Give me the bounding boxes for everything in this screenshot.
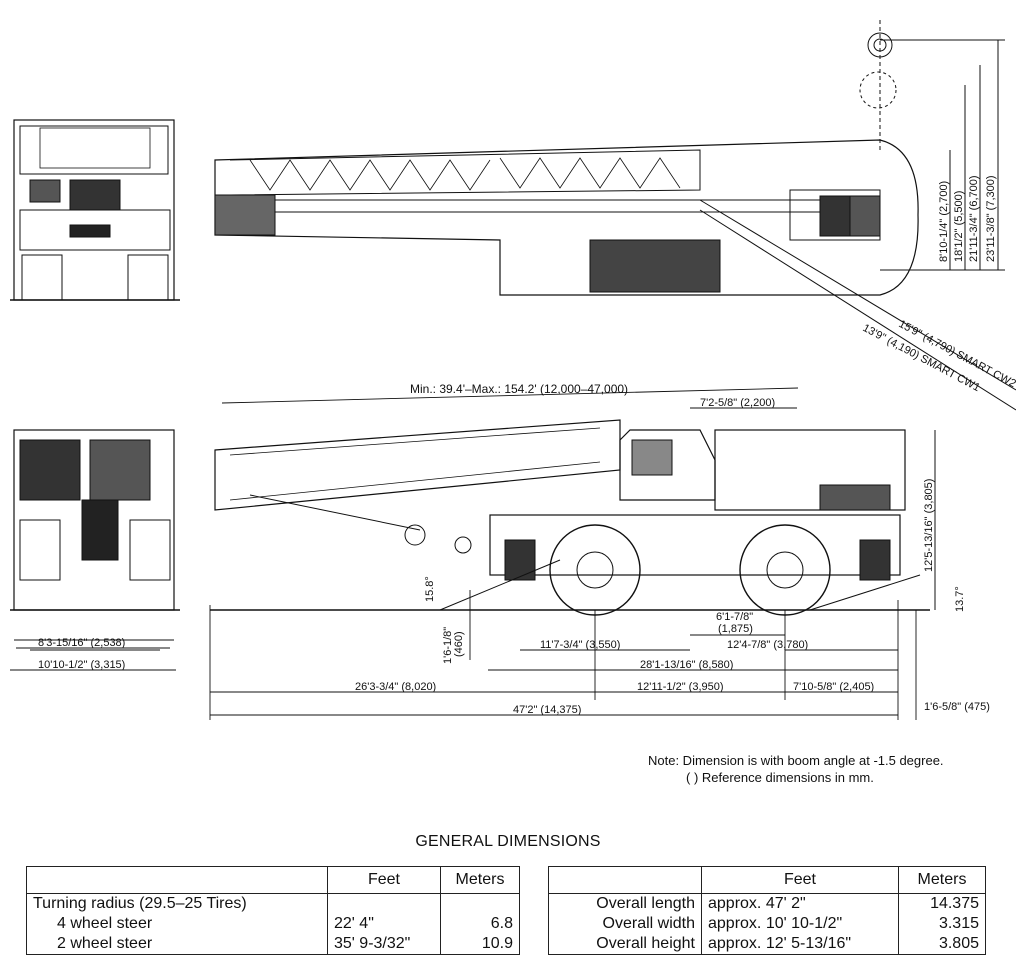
dim-boom-range: Min.: 39.4'–Max.: 154.2' (12,000–47,000): [410, 382, 628, 396]
table-row: Overall length approx. 47' 2" 14.375: [548, 893, 986, 914]
table-row: 4 wheel steer 22' 4" 6.8: [26, 914, 520, 934]
dim-wheelbase: 12'11-1/2" (3,950): [637, 681, 724, 693]
table-row: Overall width approx. 10' 10-1/2" 3.315: [548, 914, 986, 934]
dim-height-21: 21'11-3/4" (6,700): [968, 175, 980, 262]
dim-departure-angle: 13.7°: [954, 586, 966, 612]
dim-rear-overhang: 12'4-7/8" (3,780): [727, 639, 808, 651]
col-blank: [26, 866, 328, 894]
turning-radius-table: Feet Meters Turning radius (29.5–25 Tire…: [26, 866, 520, 955]
dim-overall-length: 47'2" (14,375): [513, 704, 581, 716]
dim-front-to-axle: 11'7-3/4" (3,550): [540, 639, 620, 651]
row-feet: 22' 4": [327, 914, 441, 934]
dim-ground-clearance: 1'6-1/8": [442, 627, 454, 664]
dim-front-overall-width: 10'10-1/2" (3,315): [38, 659, 125, 671]
col-blank: [548, 866, 702, 894]
turning-radius-title: Turning radius (29.5–25 Tires): [26, 893, 328, 914]
col-meters: Meters: [440, 866, 520, 894]
note-line-1: Note: Dimension is with boom angle at -1…: [648, 753, 944, 768]
dim-height-8: 8'10-1/4" (2,700): [938, 181, 950, 262]
row-meters: 6.8: [440, 914, 520, 934]
row-meters: 3.805: [898, 934, 986, 955]
crane-dimension-drawing: 8'3-15/16" (2,538) 10'10-1/2" (3,315) Mi…: [10, 20, 1016, 720]
row-feet: approx. 10' 10-1/2": [701, 914, 899, 934]
row-label: 4 wheel steer: [26, 914, 328, 934]
table-row: 2 wheel steer 35' 9-3/32" 10.9: [26, 934, 520, 955]
dim-tail-extra: 1'6-5/8" (475): [924, 701, 990, 713]
row-label: Overall length: [548, 893, 702, 914]
section-heading: GENERAL DIMENSIONS: [415, 833, 601, 850]
row-feet: approx. 47' 2": [701, 893, 899, 914]
dim-axle-offset-mm: (1,875): [718, 623, 753, 635]
overall-dimensions-table: Feet Meters Overall length approx. 47' 2…: [548, 866, 986, 955]
col-feet: Feet: [327, 866, 441, 894]
dim-height-18: 18'1/2" (5,500): [953, 191, 965, 262]
dim-tail: 7'10-5/8" (2,405): [793, 681, 874, 693]
dim-wheelbase-total: 28'1-13/16" (8,580): [640, 659, 733, 671]
row-label: 2 wheel steer: [26, 934, 328, 955]
dim-front-top-width: 8'3-15/16" (2,538): [38, 637, 125, 649]
row-label: Overall height: [548, 934, 702, 955]
dimension-lines: [12, 387, 917, 720]
col-feet: Feet: [701, 866, 899, 894]
dim-overall-height: 12'5-13/16" (3,805): [923, 479, 935, 572]
dim-front-overhang: 26'3-3/4" (8,020): [355, 681, 436, 693]
front-view-bottom: [10, 429, 180, 671]
drawing-note: Note: Dimension is with boom angle at -1…: [648, 752, 944, 786]
row-meters: 10.9: [440, 934, 520, 955]
dim-axle-offset: 6'1-7/8": [716, 611, 753, 623]
note-line-2: ( ) Reference dimensions in mm.: [686, 770, 874, 785]
front-view-top: [10, 119, 180, 301]
row-meters: 3.315: [898, 914, 986, 934]
dim-height-23: 23'11-3/8" (7,300): [985, 175, 997, 262]
table-row: Overall height approx. 12' 5-13/16" 3.80…: [548, 934, 986, 955]
dim-approach-angle: 15.8°: [424, 576, 436, 602]
dim-cab-length: 7'2-5/8" (2,200): [700, 397, 775, 409]
col-meters: Meters: [898, 866, 986, 894]
side-view: [210, 419, 936, 616]
dim-ground-clearance-mm: (460): [453, 631, 465, 657]
row-label: Overall width: [548, 914, 702, 934]
row-feet: 35' 9-3/32": [327, 934, 441, 955]
top-view: [214, 20, 1016, 411]
row-meters: 14.375: [898, 893, 986, 914]
row-feet: approx. 12' 5-13/16": [701, 934, 899, 955]
